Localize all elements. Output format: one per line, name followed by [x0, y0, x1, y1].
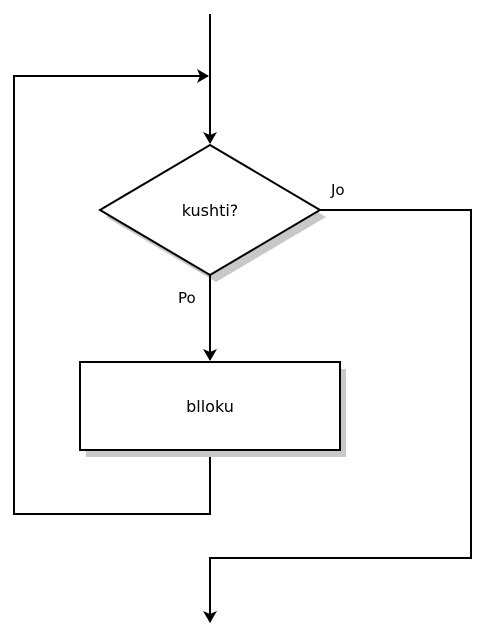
loop-back-edge	[13, 69, 211, 515]
process-label: blloku	[186, 397, 234, 416]
decision-label: kushti?	[182, 201, 239, 220]
yes-edge-label: Po	[178, 289, 196, 307]
process-block	[79, 361, 341, 451]
no-edge	[203, 209, 472, 623]
no-edge-label: Jo	[330, 181, 345, 199]
